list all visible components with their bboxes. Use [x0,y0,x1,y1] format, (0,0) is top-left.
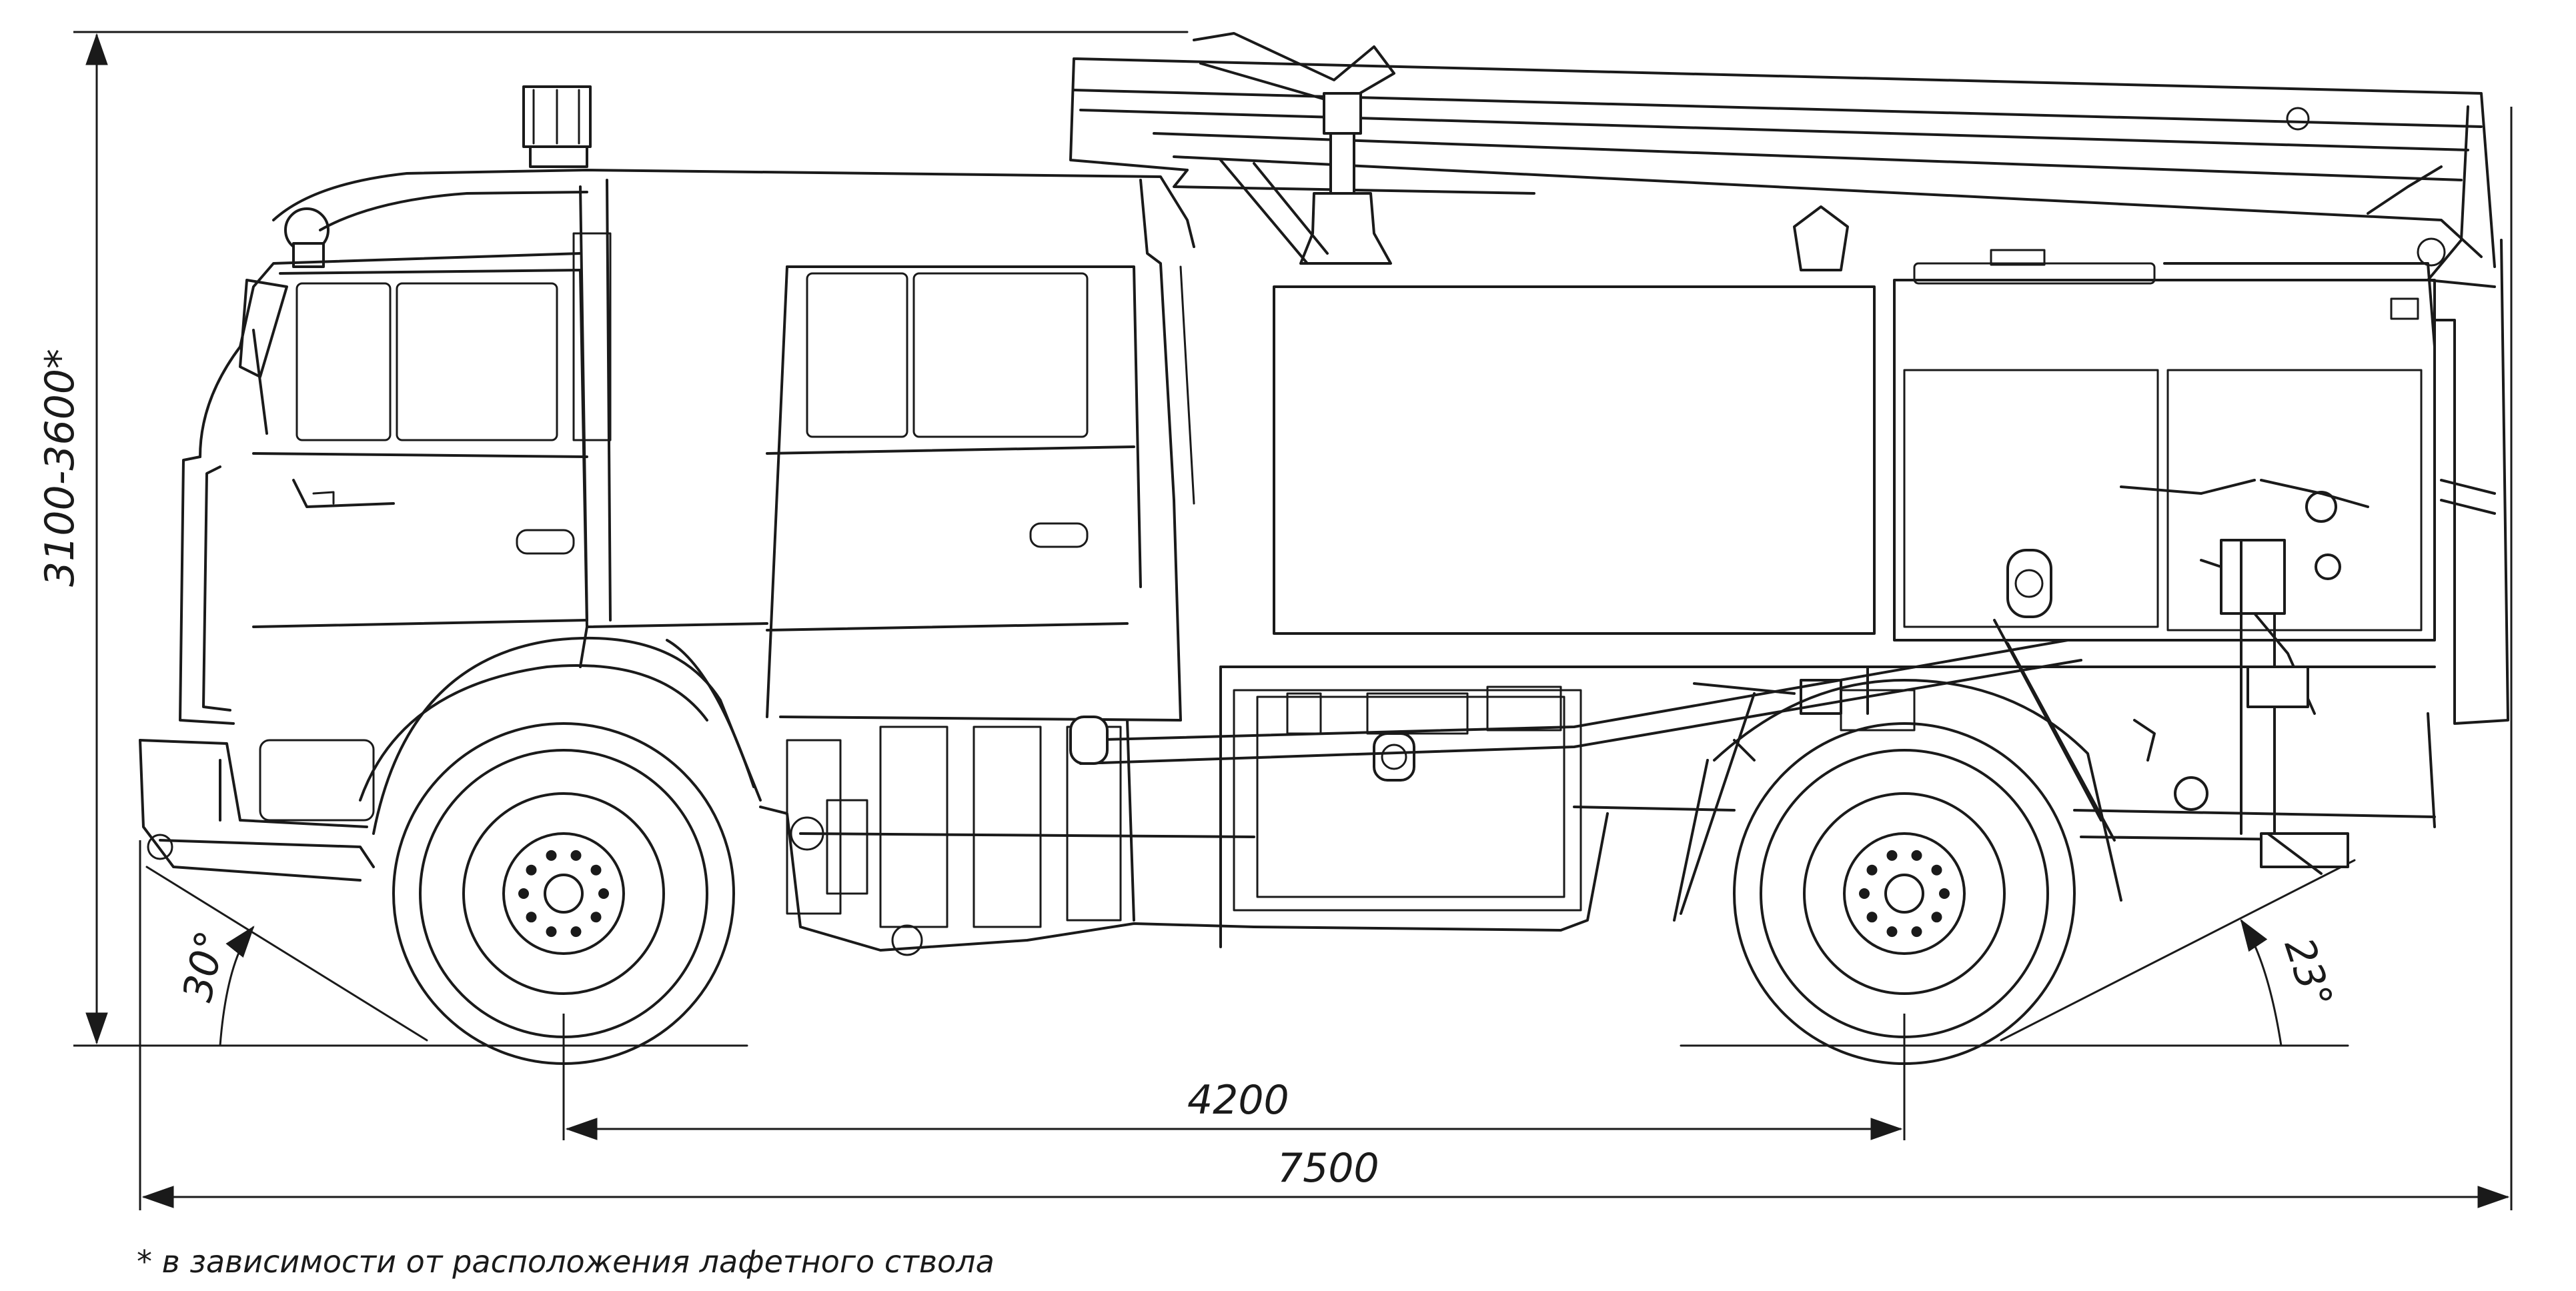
rear-wheel [1733,722,2076,1065]
wheel-stud [526,864,537,876]
height-dimension-label: 3100-3600* [37,349,83,587]
front-wheel-studs [518,850,609,938]
monitor-cannon [1193,32,1395,265]
wheel-stud [546,926,557,938]
rear-wheel-studs [1859,850,1950,938]
wheel-stud [570,926,582,938]
wheel-stud [546,850,557,861]
roof-ladder [1069,57,2496,288]
wheelbase-dimension-label: 4200 [1187,1077,1289,1124]
wheel-stud [1911,850,1922,861]
departure-angle-label: 23° [2275,932,2341,1014]
wheel-stud [598,888,609,899]
approach-angle-label: 30° [174,927,235,1006]
wheel-stud [1866,912,1878,923]
wheel-stud [1886,926,1898,938]
wheel-stud [590,912,602,923]
dimension-lines [73,31,2513,1210]
wheel-stud [1911,926,1922,938]
footnote-text: * в зависимости от расположения лафетног… [137,1244,995,1280]
wheel-stud [518,888,529,899]
wheel-stud [590,864,602,876]
wheel-stud [570,850,582,861]
wheel-stud [1939,888,1950,899]
wheel-stud [1866,864,1878,876]
overall-length-dimension-label: 7500 [1277,1145,1379,1192]
chassis-frame [759,639,2436,956]
wheel-stud [1886,850,1898,861]
front-wheel [392,722,735,1065]
wheel-stud [1931,912,1942,923]
front-fender [139,636,762,882]
tank-body [1219,205,2509,948]
wheel-stud [526,912,537,923]
wheel-stud [1931,864,1942,876]
wheel-stud [1859,888,1870,899]
cab [179,85,1195,725]
